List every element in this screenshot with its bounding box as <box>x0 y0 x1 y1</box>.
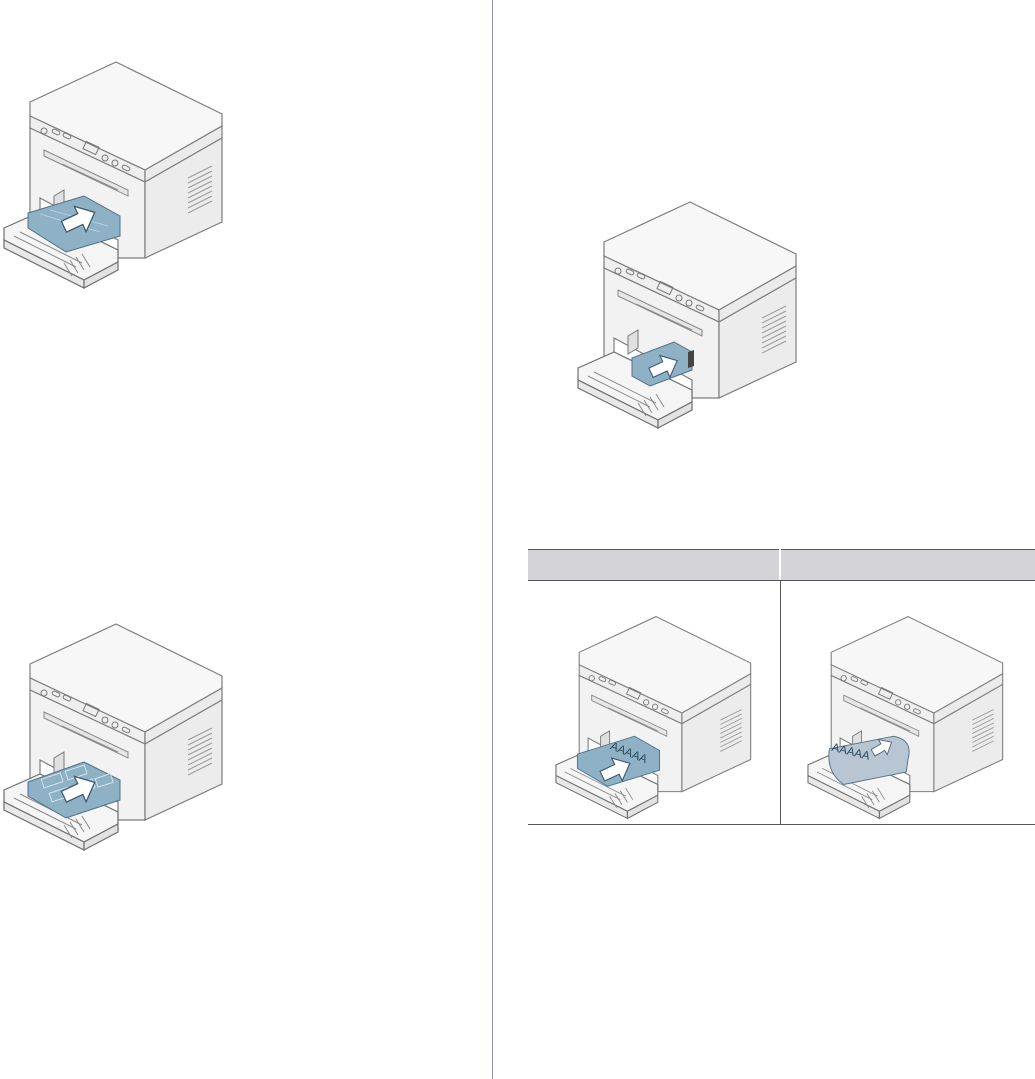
table-header-border <box>528 580 1035 581</box>
printer-load-labels-illustration <box>0 562 232 854</box>
table-header-row <box>528 549 1035 581</box>
letterhead-curled-illustration: AAAAA <box>792 588 1024 822</box>
table-bottom-border <box>528 824 1035 825</box>
table-column-divider <box>780 581 781 824</box>
letterhead-face-up-illustration: AAAAA <box>540 588 772 822</box>
printer-load-paper-illustration <box>0 0 232 292</box>
column-divider <box>492 0 493 1079</box>
printer-load-small-paper-illustration <box>570 140 810 432</box>
table-header-separator <box>779 549 781 580</box>
